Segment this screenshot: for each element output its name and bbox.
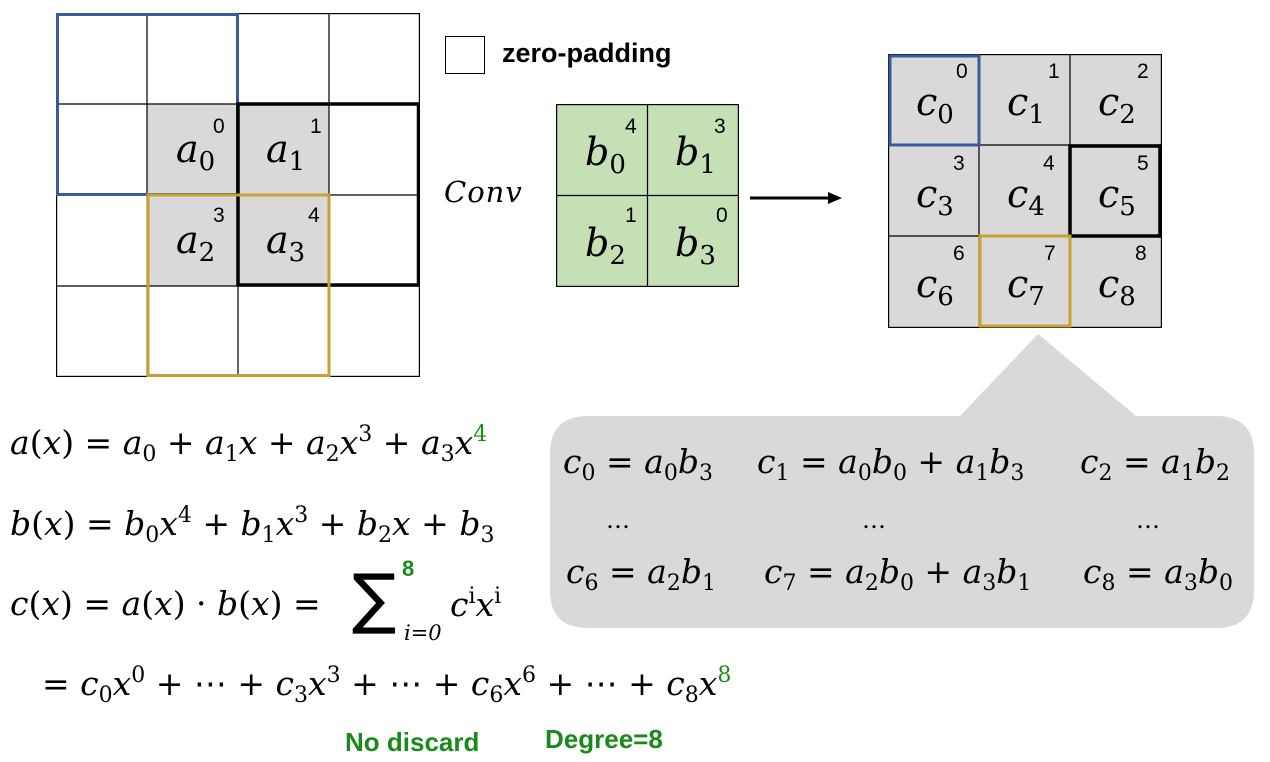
input-cell-a2: a2 xyxy=(176,218,216,268)
callout-ellipsis-3: … xyxy=(1136,506,1160,534)
callout-bubble xyxy=(550,334,1254,628)
callout-c2: c2 = a1b2 xyxy=(1080,442,1230,486)
equation-b: b(x) = b0x4 + b1x3 + b2x + b3 xyxy=(10,503,495,548)
conv-label: Conv xyxy=(444,175,523,209)
kernel-cell-b2: b2 xyxy=(585,221,626,271)
output-window-blue xyxy=(888,54,981,147)
output-window-black xyxy=(1068,144,1162,238)
kernel-cell-b3: b3 xyxy=(675,221,716,271)
output-index-c1: 1 xyxy=(1048,60,1060,83)
kernel-cell-b0: b0 xyxy=(585,130,626,180)
output-index-c3: 3 xyxy=(953,152,965,175)
output-cell-c2: c2 xyxy=(1098,80,1136,130)
output-window-gold xyxy=(978,234,1072,328)
input-cell-a0: a0 xyxy=(176,127,216,177)
input-cell-a1: a1 xyxy=(266,127,306,177)
input-cell-a3: a3 xyxy=(266,218,306,268)
input-grid xyxy=(56,13,420,377)
kernel-grid xyxy=(556,104,740,288)
equation-a: a(x) = a0 + a1x + a2x3 + a3x4 xyxy=(10,422,488,467)
output-index-c0: 0 xyxy=(956,60,968,83)
callout-ellipsis-2: … xyxy=(862,506,886,534)
kernel-index-b3: 0 xyxy=(716,204,728,227)
sum-lower-limit: i=0 xyxy=(404,621,442,645)
equation-c-expanded: = c0x0 + ⋯ + c3x3 + ⋯ + c6x6 + ⋯ + c8x8 xyxy=(42,663,732,708)
output-cell-c6: c6 xyxy=(916,262,954,312)
output-index-c6: 6 xyxy=(953,242,965,265)
input-index-a1: 1 xyxy=(310,115,322,138)
equation-c: c(x) = a(x) · b(x) = xyxy=(10,584,321,623)
kernel-cell-b1: b1 xyxy=(675,130,716,180)
output-index-c5: 5 xyxy=(1137,152,1149,175)
window-gold xyxy=(146,193,331,377)
output-cell-c0: c0 xyxy=(916,80,954,130)
output-index-c7: 7 xyxy=(1044,242,1056,265)
callout-c8: c8 = a3b0 xyxy=(1083,552,1233,596)
callout-ellipsis-1: … xyxy=(606,506,630,534)
output-cell-c7: c7 xyxy=(1007,262,1045,312)
output-cell-c8: c8 xyxy=(1098,262,1136,312)
sum-symbol: ∑ xyxy=(352,560,397,637)
input-index-a3: 4 xyxy=(308,204,320,227)
output-grid xyxy=(888,54,1162,328)
callout-c1: c1 = a0b0 + a1b3 xyxy=(757,442,1025,486)
output-cell-c1: c1 xyxy=(1007,80,1045,130)
zero-padding-label: zero-padding xyxy=(502,38,672,68)
kernel-index-b2: 1 xyxy=(625,204,637,227)
arrow-right-icon xyxy=(750,192,842,204)
sum-upper-limit: 8 xyxy=(402,556,415,581)
input-index-a2: 3 xyxy=(213,204,225,227)
output-cell-c5: c5 xyxy=(1098,172,1136,222)
input-index-a0: 0 xyxy=(213,115,225,138)
output-index-c2: 2 xyxy=(1137,60,1149,83)
callout-c6: c6 = a2b1 xyxy=(566,552,716,596)
degree-note: Degree=8 xyxy=(545,724,663,754)
kernel-index-b0: 4 xyxy=(625,115,637,138)
output-index-c8: 8 xyxy=(1135,242,1147,265)
kernel-index-b1: 3 xyxy=(714,115,726,138)
callout-c7: c7 = a2b0 + a3b1 xyxy=(764,552,1032,596)
zero-padding-swatch xyxy=(445,36,485,74)
output-cell-c3: c3 xyxy=(916,172,954,222)
input-grid-lines xyxy=(56,13,420,377)
output-index-c4: 4 xyxy=(1043,152,1055,175)
no-discard-note: No discard xyxy=(345,727,480,757)
output-cell-c4: c4 xyxy=(1007,172,1045,222)
equation-c-summand: cixi xyxy=(450,584,502,624)
callout-c0: c0 = a0b3 xyxy=(563,442,713,486)
